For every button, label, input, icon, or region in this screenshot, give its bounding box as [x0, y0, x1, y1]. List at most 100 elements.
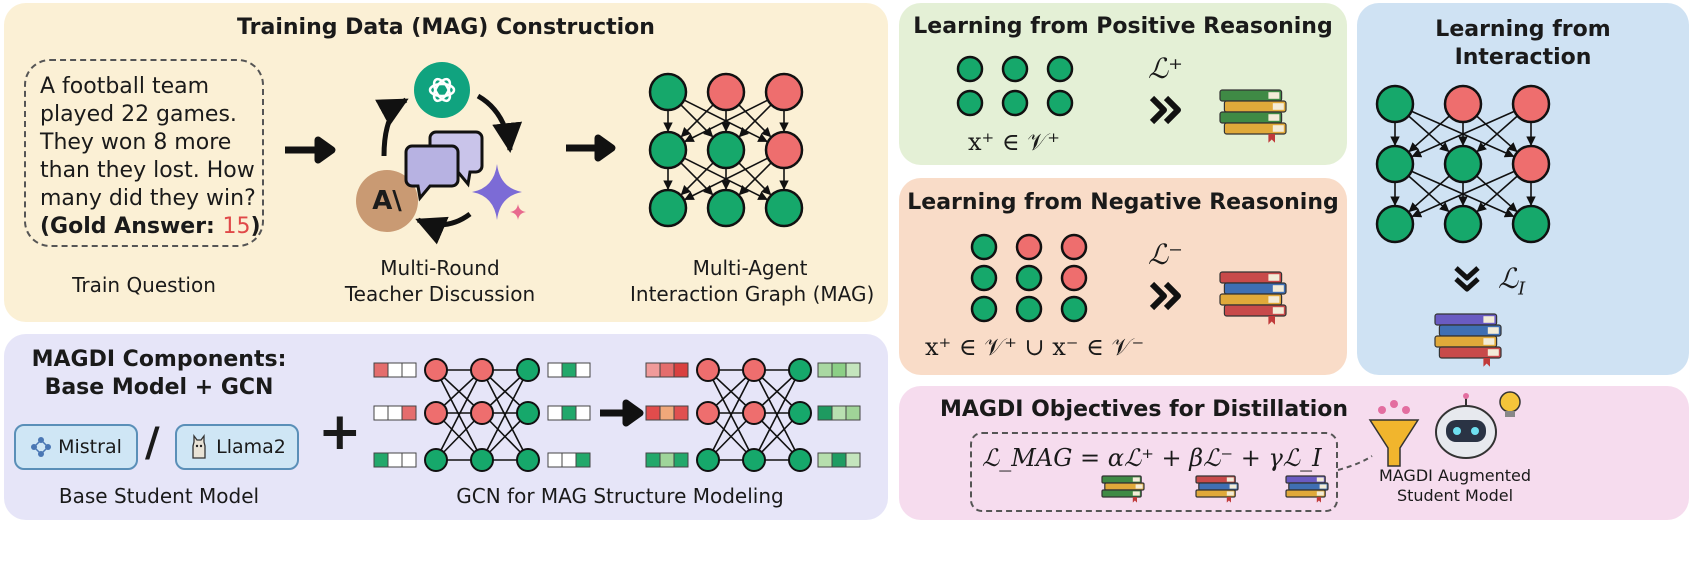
graph-node	[1001, 55, 1029, 83]
graph-node	[648, 130, 688, 170]
gcn-node	[742, 401, 766, 425]
flow-arrow	[285, 136, 336, 164]
base-caption: Base Student Model	[58, 484, 260, 508]
feature-vector	[845, 452, 861, 468]
graph-node	[1015, 295, 1043, 323]
graph-edge	[684, 157, 769, 201]
question-caption: Train Question	[72, 273, 216, 297]
question-line: than they lost. How	[40, 158, 255, 183]
feature-vector	[547, 405, 563, 421]
gcn-edge	[753, 369, 801, 461]
gcn-edge	[707, 369, 755, 461]
gcn-node	[424, 448, 448, 472]
question-line: many did they win?	[40, 186, 256, 211]
llama-label: Llama2	[216, 436, 286, 458]
gcn-caption: GCN for MAG Structure Modeling	[456, 484, 784, 508]
feature-vector	[373, 362, 389, 378]
books-icon	[1219, 89, 1287, 143]
graph-node	[1443, 144, 1483, 184]
training-title: Training Data (MAG) Construction	[237, 15, 655, 40]
feature-vector	[401, 452, 417, 468]
gcn-node	[424, 358, 448, 382]
feature-vector	[673, 452, 689, 468]
graph-node	[1511, 84, 1551, 124]
gcn-node	[696, 358, 720, 382]
graph-edge	[1476, 115, 1519, 153]
feature-vector	[659, 405, 675, 421]
feature-vector	[645, 362, 661, 378]
student-caption-line: Student Model	[1396, 486, 1514, 505]
feature-vector	[831, 405, 847, 421]
graph-edge	[738, 162, 772, 196]
graph-node	[1511, 204, 1551, 244]
graph-node	[1375, 84, 1415, 124]
mag-caption: Multi-Agent Interaction Graph (MAG)	[630, 255, 875, 307]
mistral-pill: Mistral	[14, 424, 138, 470]
books-icon	[1101, 475, 1145, 503]
gcn-node	[470, 401, 494, 425]
double-chevron-down-icon	[1454, 266, 1480, 292]
books-icon	[1219, 271, 1287, 325]
gcn-node	[470, 448, 494, 472]
feature-vector	[561, 452, 577, 468]
graph-node	[764, 130, 804, 170]
graph-edge	[1408, 115, 1451, 153]
graph-node	[1001, 89, 1029, 117]
components-title-line: Base Model + GCN	[44, 375, 274, 400]
gcn-node	[788, 401, 812, 425]
graph-node	[970, 295, 998, 323]
feature-vector	[817, 405, 833, 421]
feature-vector	[831, 362, 847, 378]
graph-node	[1443, 84, 1483, 124]
feature-vector	[373, 452, 389, 468]
gold-answer: (Gold Answer: 15)	[40, 213, 270, 241]
graph-node	[1511, 144, 1551, 184]
gcn-node	[742, 448, 766, 472]
gold-answer-value: 15	[222, 214, 251, 239]
gcn-node	[788, 448, 812, 472]
student-caption-line: MAGDI Augmented	[1378, 466, 1532, 485]
graph-node	[956, 55, 984, 83]
mag-caption-line: Interaction Graph (MAG)	[630, 282, 875, 306]
graph-edge	[1411, 170, 1515, 218]
feature-vector	[373, 405, 389, 421]
feature-vector	[575, 362, 591, 378]
funnel-icon	[1368, 400, 1420, 467]
graph-node	[1060, 233, 1088, 261]
discussion-caption-line: Multi-Round	[380, 256, 500, 280]
question-line: A football team	[40, 74, 210, 99]
dashed-connector	[1337, 455, 1373, 471]
feature-vector	[645, 405, 661, 421]
graph-edge	[1476, 175, 1519, 213]
graph-node	[1443, 204, 1483, 244]
gold-answer-prefix: (Gold Answer:	[40, 214, 223, 239]
components-title: MAGDI Components: Base Model + GCN	[14, 346, 304, 402]
model-separator: /	[145, 420, 160, 466]
objectives-panel	[899, 386, 1689, 520]
chat-bubbles-icon	[404, 130, 484, 202]
gcn-node	[516, 401, 540, 425]
llama-icon	[188, 434, 210, 460]
feature-vector	[845, 362, 861, 378]
cycle-arrow	[415, 211, 472, 245]
graph-node	[648, 188, 688, 228]
graph-node	[970, 264, 998, 292]
student-caption: MAGDI Augmented Student Model	[1355, 466, 1555, 506]
books-icon	[1285, 475, 1329, 503]
gcn-node	[742, 358, 766, 382]
graph-node	[1060, 295, 1088, 323]
gemini-small-sparkle-icon	[510, 204, 526, 220]
graph-node	[706, 130, 746, 170]
double-chevron-right-icon	[1149, 95, 1181, 125]
graph-node	[970, 233, 998, 261]
feature-vector	[387, 405, 403, 421]
graph-node	[1015, 264, 1043, 292]
mistral-label: Mistral	[58, 436, 122, 458]
gcn-edge	[481, 369, 529, 461]
feature-vector	[845, 405, 861, 421]
feature-vector	[659, 362, 675, 378]
graph-node	[1046, 55, 1074, 83]
feature-vector	[645, 452, 661, 468]
graph-edge	[680, 162, 714, 196]
